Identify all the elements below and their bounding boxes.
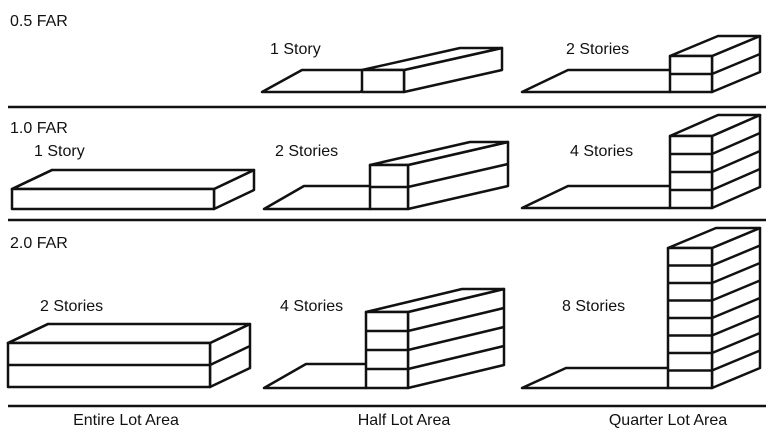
far-label-row-3: 2.0 FAR xyxy=(10,235,68,252)
floor-line-side xyxy=(407,325,505,352)
building-end xyxy=(6,322,50,345)
building-end xyxy=(10,168,54,191)
building-r2-entire xyxy=(10,168,256,211)
building-r2-quarter xyxy=(520,113,762,210)
floor-line-side xyxy=(407,344,505,371)
story-label-r2-entire: 1 Story xyxy=(34,143,85,160)
floor-line-side xyxy=(711,296,761,320)
story-label-r2-quarter: 4 Stories xyxy=(570,143,633,160)
story-label-r1-half: 1 Story xyxy=(270,41,321,58)
story-label-r3-entire: 2 Stories xyxy=(40,298,103,315)
far-label-row-1: 0.5 FAR xyxy=(10,13,68,30)
floor-line-side xyxy=(711,261,761,285)
story-label-r3-half: 4 Stories xyxy=(280,298,343,315)
floor-line-side xyxy=(711,131,761,156)
story-label-r2-half: 2 Stories xyxy=(275,143,338,160)
building-r1-half xyxy=(260,46,504,94)
floor-line-side xyxy=(711,52,761,76)
story-label-r3-quarter: 8 Stories xyxy=(562,298,625,315)
building-r3-entire xyxy=(6,322,252,389)
column-label-entire: Entire Lot Area xyxy=(73,412,179,429)
floor-line-side xyxy=(711,331,761,355)
story-label-r1-quarter: 2 Stories xyxy=(566,41,629,58)
building-r3-quarter xyxy=(520,226,762,390)
floor-line-side xyxy=(209,344,251,367)
floor-line-side xyxy=(711,314,761,337)
building-r3-half xyxy=(262,287,506,390)
far-label-row-2: 1.0 FAR xyxy=(10,120,68,137)
building-drawings xyxy=(6,34,762,390)
column-label-quarter: Quarter Lot Area xyxy=(609,412,727,429)
building-r2-half xyxy=(262,140,510,211)
building-front-face xyxy=(10,187,216,211)
floor-line-side xyxy=(407,162,509,189)
floor-line-side xyxy=(711,167,761,192)
column-label-half: Half Lot Area xyxy=(358,412,451,429)
floor-line-side xyxy=(711,349,761,372)
building-front-face xyxy=(360,68,406,94)
floor-line-side xyxy=(407,306,505,333)
building-r1-quarter xyxy=(520,34,762,94)
floor-line-side xyxy=(711,149,761,174)
floor-line-side xyxy=(711,244,761,267)
floor-line-side xyxy=(711,279,761,302)
